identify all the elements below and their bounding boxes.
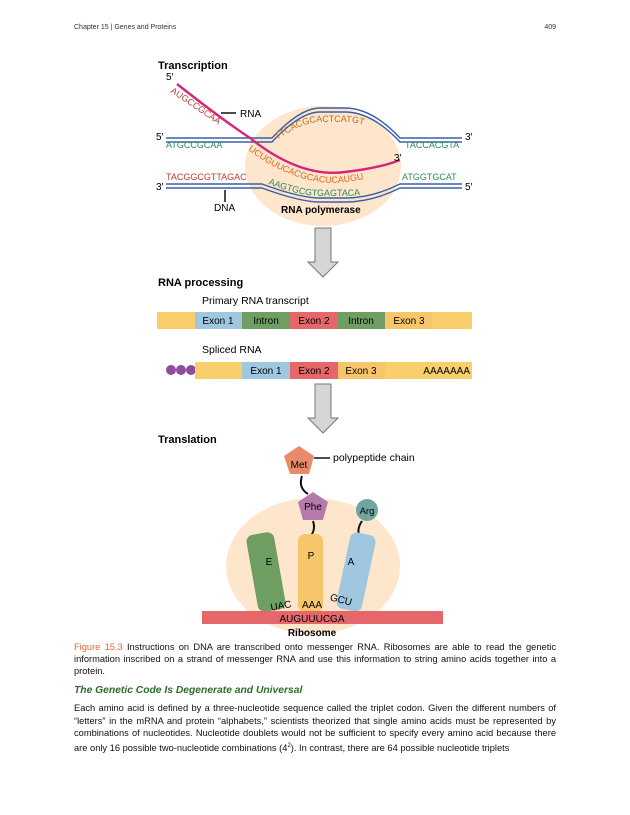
primary-transcript: Exon 1 Intron Exon 2 Intron Exon 3: [157, 312, 472, 329]
site-p-label: P: [308, 551, 315, 562]
anticodon-p: AAA: [302, 600, 322, 611]
dna-label: DNA: [214, 203, 235, 214]
spliced-seg-label: Exon 2: [298, 366, 330, 377]
figure-label: Figure 15.3: [74, 642, 123, 652]
phe-amino-acid: [298, 492, 328, 520]
primary-exon-3: [385, 312, 432, 329]
primary-transcript-label: Primary RNA transcript: [202, 295, 309, 307]
bottom-strand-left-seq: TACGGCGTTAGAC: [166, 172, 247, 182]
primary-utr-3: [432, 312, 472, 329]
bottom-3-end: 3′: [156, 182, 164, 193]
cap-bead: [186, 365, 196, 375]
body-superscript: 2: [287, 742, 291, 749]
top-strand-left-seq: ATGCCGCAA: [166, 140, 222, 150]
phe-label: Phe: [304, 502, 322, 513]
body-text-2: ). In contrast, there are 64 possible nu…: [290, 742, 510, 753]
section-title: The Genetic Code Is Degenerate and Unive…: [74, 685, 303, 696]
page-header: Chapter 15 | Genes and Proteins 409: [74, 24, 556, 36]
trna-p-site: [298, 534, 323, 612]
arg-amino-acid: [356, 499, 378, 521]
bottom-strand-right-seq: ATGGTGCAT: [402, 172, 457, 182]
body-paragraph: Each amino acid is defined by a three-nu…: [74, 702, 556, 754]
primary-seg-label: Exon 1: [202, 316, 234, 327]
cap-bead: [176, 365, 186, 375]
site-a-label: A: [348, 557, 355, 568]
rna-strand: [176, 83, 401, 174]
poly-a-tail: AAAAAAA: [423, 366, 470, 377]
transcription-title: Transcription: [158, 60, 228, 72]
primary-exon-2: [290, 312, 338, 329]
trna-e-site: [246, 532, 286, 612]
spliced-seg-label: Exon 1: [250, 366, 282, 377]
top-strand-right-seq: TACCACGTA: [405, 140, 459, 150]
anticodon-a: GCU: [329, 592, 353, 608]
rna-3-end: 3′: [394, 153, 402, 164]
rna-label: RNA: [240, 109, 261, 120]
primary-intron-2: [338, 312, 385, 329]
spliced-exon-3: [338, 362, 385, 379]
rna-sequence-left: AUGCCGCAA: [169, 85, 223, 126]
rna-polymerase-label: RNA polymerase: [281, 205, 361, 216]
primary-seg-label: Intron: [253, 316, 279, 327]
primary-intron-1: [242, 312, 290, 329]
met-label: Met: [291, 460, 308, 471]
met-amino-acid: [284, 446, 314, 474]
translation-title: Translation: [158, 434, 217, 446]
dna-top-strand: [166, 107, 462, 143]
top-3-end: 3′: [465, 132, 473, 143]
primary-seg-label: Exon 3: [393, 316, 425, 327]
cap-bead: [166, 365, 176, 375]
anticodon-e: UAC: [270, 599, 293, 614]
spliced-utr-3: [385, 362, 472, 379]
polypeptide-chain-label: polypeptide chain: [333, 452, 415, 464]
spliced-rna-label: Spliced RNA: [202, 344, 262, 356]
spliced-exon-2: [290, 362, 338, 379]
down-arrow-1: [306, 227, 340, 278]
caption-text: Instructions on DNA are transcribed onto…: [74, 642, 556, 676]
rna-processing-title: RNA processing: [158, 277, 243, 289]
bottom-5-end: 5′: [465, 182, 473, 193]
trna-a-site: [336, 532, 376, 612]
figure-15-3: Transcription AUGCCGCAA UCUGUUCACGCACUCA…: [156, 60, 473, 639]
primary-utr-5: [157, 312, 195, 329]
spliced-seg-label: Exon 3: [345, 366, 377, 377]
peptide-bond: [299, 475, 309, 495]
primary-seg-label: Intron: [348, 316, 374, 327]
ribosome-label: Ribosome: [288, 628, 337, 639]
mrna-bar: [202, 611, 443, 624]
top-5-end: 5′: [156, 132, 164, 143]
rna-5-end: 5′: [166, 72, 174, 83]
mrna-sequence: AUGUUUCGA: [279, 614, 344, 625]
chapter-title: Chapter 15 | Genes and Proteins: [74, 24, 177, 31]
page-number: 409: [544, 24, 556, 31]
primary-exon-1: [195, 312, 242, 329]
arg-label: Arg: [360, 506, 375, 517]
spliced-exon-1: [242, 362, 290, 379]
body-text-1: Each amino acid is defined by a three-nu…: [74, 703, 556, 753]
spliced-rna: Exon 1 Exon 2 Exon 3 AAAAAAA: [166, 362, 472, 379]
spliced-utr-5: [195, 362, 242, 379]
site-e-label: E: [266, 557, 273, 568]
down-arrow-2: [306, 383, 340, 434]
dna-bottom-strand: [166, 183, 462, 203]
primary-seg-label: Exon 2: [298, 316, 330, 327]
figure-caption: Figure 15.3 Instructions on DNA are tran…: [74, 641, 556, 677]
